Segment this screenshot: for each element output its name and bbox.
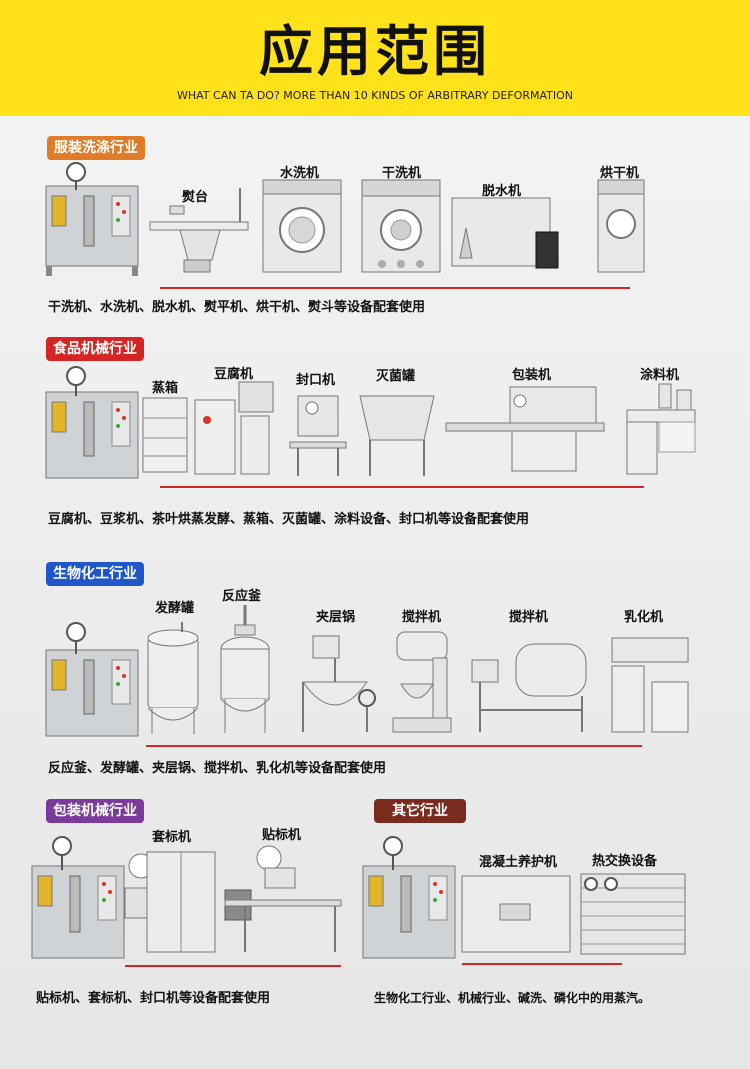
- section-badge-other-industries: 其它行业: [374, 799, 466, 823]
- dehydrator-illustration: [451, 197, 559, 269]
- tofu-machine-illustration: [194, 381, 274, 475]
- steam-cabinet-illustration: [142, 397, 188, 473]
- equipment-label-tofu-machine: 豆腐机: [214, 367, 254, 382]
- equipment-label-ironing-table: 熨台: [182, 190, 209, 205]
- section-badge-garment-washing: 服装洗涤行业: [47, 136, 145, 160]
- equipment-label-mixer-2: 搅拌机: [509, 610, 549, 625]
- equipment-label-heat-exchanger: 热交换设备: [592, 854, 658, 869]
- reactor-illustration: [220, 605, 270, 733]
- equipment-label-washer: 水洗机: [280, 166, 320, 181]
- header-banner: [0, 0, 750, 116]
- steam-generator-2: [45, 366, 139, 479]
- equipment-label-sealing-machine: 封口机: [296, 373, 336, 388]
- equipment-label-concrete-curing: 混凝土养护机: [479, 855, 558, 870]
- sealing-machine-illustration: [289, 395, 347, 476]
- equipment-label-emulsifier: 乳化机: [624, 610, 664, 625]
- steam-pipe-3: [146, 745, 642, 747]
- equipment-label-steam-cabinet: 蒸箱: [152, 381, 179, 396]
- mixer-1-illustration: [392, 631, 452, 733]
- mixer-2-illustration: [471, 643, 587, 732]
- emulsifier-illustration: [611, 637, 689, 733]
- section-caption-food-machinery: 豆腐机、豆浆机、茶叶烘蒸发酵、蒸箱、灭菌罐、涂料设备、封口机等设备配套使用: [48, 512, 530, 527]
- equipment-label-reactor: 反应釜: [222, 589, 262, 604]
- steam-pipe-2: [160, 486, 644, 488]
- page-subtitle: WHAT CAN TA DO? MORE THAN 10 KINDS OF AR…: [176, 89, 574, 102]
- equipment-label-mixer-1: 搅拌机: [402, 610, 442, 625]
- steam-generator-5: [362, 836, 456, 959]
- equipment-label-dry-cleaner: 干洗机: [382, 166, 422, 181]
- section-badge-food-machinery: 食品机械行业: [46, 337, 144, 361]
- equipment-label-labeler: 贴标机: [262, 828, 302, 843]
- equipment-label-jacketed-kettle: 夹层锅: [316, 610, 356, 625]
- coating-machine-illustration: [626, 383, 696, 475]
- steam-generator-4: [31, 836, 125, 959]
- section-caption-biochemical: 反应釜、发酵罐、夹层锅、搅拌机、乳化机等设备配套使用: [48, 761, 387, 776]
- dry-cleaner-illustration: [361, 179, 441, 273]
- equipment-label-dehydrator: 脱水机: [482, 184, 522, 199]
- washer-illustration: [262, 179, 342, 273]
- equipment-label-sterilization-tank: 灭菌罐: [376, 369, 416, 384]
- steam-pipe-5: [462, 963, 622, 965]
- section-badge-biochemical: 生物化工行业: [46, 562, 144, 586]
- packaging-machine-illustration: [445, 386, 605, 472]
- equipment-label-packaging-machine: 包装机: [512, 368, 552, 383]
- equipment-label-tumble-dryer: 烘干机: [600, 166, 640, 181]
- fermenter-illustration: [147, 622, 199, 734]
- equipment-label-coating-machine: 涂料机: [640, 368, 680, 383]
- equipment-label-sleeve-labeler: 套标机: [152, 830, 192, 845]
- section-badge-packaging-machinery: 包装机械行业: [46, 799, 144, 823]
- section-caption-other-industries: 生物化工行业、机械行业、碱洗、磷化中的用蒸汽。: [374, 991, 651, 1005]
- labeler-illustration: [224, 845, 342, 952]
- ironing-table-illustration: [149, 188, 249, 273]
- steam-generator-1: [45, 162, 139, 276]
- heat-exchanger-illustration: [580, 873, 686, 955]
- sleeve-labeler-illustration: [124, 851, 216, 953]
- page-title: 应用范围: [259, 20, 491, 83]
- tumble-dryer-illustration: [597, 179, 645, 273]
- steam-pipe-1: [160, 287, 630, 289]
- steam-pipe-4: [125, 965, 341, 967]
- jacketed-kettle-illustration: [302, 635, 376, 732]
- sterilization-tank-illustration: [359, 395, 435, 476]
- concrete-curing-illustration: [461, 875, 571, 953]
- steam-generator-3: [45, 622, 139, 737]
- section-caption-garment-washing: 干洗机、水洗机、脱水机、熨平机、烘干机、熨斗等设备配套使用: [48, 300, 426, 315]
- section-caption-packaging-machinery: 贴标机、套标机、封口机等设备配套使用: [36, 991, 271, 1006]
- equipment-label-fermenter: 发酵罐: [155, 601, 195, 616]
